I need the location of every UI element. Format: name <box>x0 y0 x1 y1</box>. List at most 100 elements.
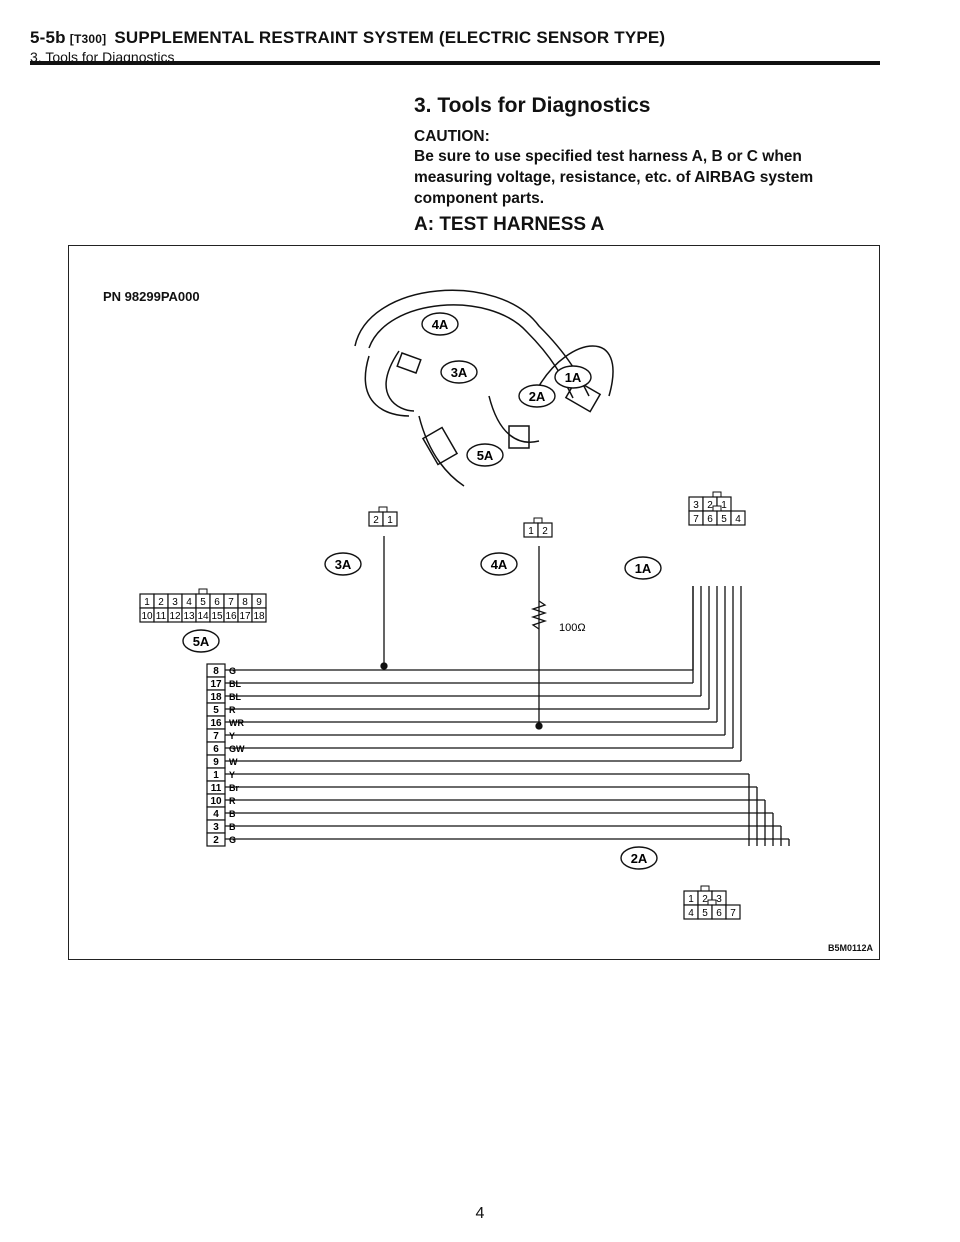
connector-label-3a-oval <box>324 552 362 576</box>
connector-label-1a: 1A <box>635 561 652 576</box>
wire-color-label: R <box>229 796 236 806</box>
terminal-number: 4 <box>213 809 219 820</box>
wire-color-label: Y <box>229 770 235 780</box>
connector-2a-top-key <box>700 885 710 892</box>
connector-5a-pin-label: 14 <box>197 611 209 622</box>
connector-5a-pin-label: 17 <box>239 611 251 622</box>
connector-2a-bottom-pin-label: 5 <box>702 908 708 919</box>
terminal-number: 6 <box>213 744 219 755</box>
harness-label-3a-oval <box>440 360 478 384</box>
junction <box>380 662 388 670</box>
wire-color-label: G <box>229 835 236 845</box>
connector-4a-pin-label: 1 <box>528 526 534 537</box>
terminal-number: 1 <box>213 770 219 781</box>
harness-label-2a: 2A <box>529 389 546 404</box>
connector-2a-bottom-pin-label: 4 <box>688 908 694 919</box>
connector-label-5a: 5A <box>193 634 210 649</box>
caution-label: CAUTION: <box>414 128 490 145</box>
connector-5a-pin-label: 13 <box>183 611 195 622</box>
connector-5a-key <box>198 588 208 595</box>
connector-5a-pin-label: 4 <box>186 597 192 608</box>
terminal-number: 18 <box>210 692 222 703</box>
connector-1a-bottom-pin <box>730 510 746 526</box>
terminal-number: 5 <box>213 705 219 716</box>
connector-5a-pin <box>251 607 267 623</box>
section-title: SUPPLEMENTAL RESTRAINT SYSTEM (ELECTRIC … <box>114 28 666 47</box>
connector-5a-pin-label: 11 <box>156 611 167 622</box>
harness-label-2a-oval <box>518 384 556 408</box>
terminal-number: 17 <box>210 679 222 690</box>
connector-label-2a: 2A <box>631 851 648 866</box>
wire-color-label: B <box>229 822 236 832</box>
harness-cable <box>538 345 614 397</box>
page-heading: 3. Tools for Diagnostics <box>414 94 651 117</box>
harness-cable <box>488 395 540 443</box>
connector-2a-top-pin-label: 2 <box>702 894 708 905</box>
wire-color-label: WR <box>229 718 244 728</box>
subheading: A: TEST HARNESS A <box>414 214 605 235</box>
connector-4a-pin-label: 2 <box>542 526 548 537</box>
harness-plug <box>421 426 459 466</box>
connector-1a-top-pin-label: 1 <box>721 500 727 511</box>
connector-label-1a-oval <box>624 556 662 580</box>
harness-cable <box>368 304 574 399</box>
connector-5a-pin-label: 12 <box>169 611 181 622</box>
connector-5a-pin-label: 10 <box>141 611 153 622</box>
caution-text: Be sure to use specified test harness A,… <box>414 148 814 207</box>
connector-5a-pin-label: 2 <box>158 597 164 608</box>
terminal-number: 16 <box>210 718 222 729</box>
terminal-number: 7 <box>213 731 219 742</box>
wire-color-label: W <box>229 757 238 767</box>
terminal-number: 8 <box>213 666 219 677</box>
resistor-label: 100Ω <box>559 622 586 634</box>
terminal-number: 3 <box>213 822 219 833</box>
page-header: 5-5b[T300] SUPPLEMENTAL RESTRAINT SYSTEM … <box>30 28 665 65</box>
figure-id: B5M0112A <box>827 943 873 953</box>
junction <box>535 722 543 730</box>
connector-5a-pin-label: 16 <box>225 611 237 622</box>
connector-1a-bottom-pin-label: 6 <box>707 514 713 525</box>
connector-3a-pin <box>382 511 398 527</box>
harness-label-5a-oval <box>466 443 504 467</box>
connector-5a-pin-label: 8 <box>242 597 248 608</box>
wire-color-label: GW <box>229 744 245 754</box>
connector-2a-top-pin-label: 1 <box>688 894 694 905</box>
connector-5a-pin-label: 1 <box>144 597 150 608</box>
wire-color-label: R <box>229 705 236 715</box>
connector-5a-pin-label: 18 <box>253 611 265 622</box>
wire-color-label: G <box>229 666 236 676</box>
section-code: [T300] <box>69 32 107 46</box>
harness-plug <box>396 352 422 374</box>
harness-cable <box>364 355 410 417</box>
connector-3a-pin-label: 2 <box>373 515 379 526</box>
wire-color-label: BL <box>229 692 241 702</box>
connector-1a-bottom-pin-label: 7 <box>693 514 699 525</box>
connector-1a-top-pin-label: 3 <box>693 500 699 511</box>
connector-label-2a-oval <box>620 846 658 870</box>
connector-5a-pin-label: 15 <box>211 611 223 622</box>
connector-2a-bottom-pin <box>725 904 741 920</box>
connector-2a-bottom-key <box>707 899 717 906</box>
wire-color-label: BL <box>229 679 241 689</box>
harness-plug <box>564 379 602 413</box>
section-number: 5-5b <box>30 28 66 47</box>
connector-3a-key <box>378 506 388 513</box>
part-number: PN 98299PA000 <box>103 289 200 304</box>
connector-1a-top-pin-label: 2 <box>707 500 713 511</box>
harness-cable <box>418 415 465 487</box>
harness-plug <box>508 425 530 449</box>
terminal-number: 10 <box>210 796 222 807</box>
connector-label-5a-oval <box>182 629 220 653</box>
connector-5a-pin-label: 6 <box>214 597 220 608</box>
connector-1a-bottom-pin-label: 4 <box>735 514 741 525</box>
harness-label-4a-oval <box>421 312 459 336</box>
harness-label-3a: 3A <box>451 365 468 380</box>
connector-5a-pin-label: 7 <box>228 597 234 608</box>
connector-5a-pin-label: 5 <box>200 597 206 608</box>
